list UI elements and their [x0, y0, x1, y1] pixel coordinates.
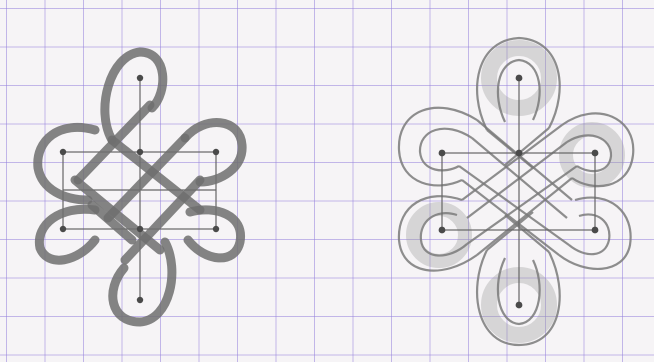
dot [439, 227, 446, 234]
dot [60, 149, 66, 155]
left-knot-drawing [0, 0, 327, 362]
right-loop-lower [188, 210, 241, 258]
dot [137, 149, 143, 155]
dot [516, 75, 523, 82]
right-lower-inner [569, 214, 609, 254]
bottom-loop [113, 242, 172, 322]
weave-b1 [462, 125, 562, 200]
left-loop-lower [39, 209, 95, 260]
right-shading [413, 48, 618, 335]
dot [516, 150, 523, 157]
right-knot-svg [327, 0, 654, 362]
weave-f2 [505, 215, 549, 252]
left-upper-inner [420, 129, 472, 171]
weave-e1 [487, 130, 533, 168]
left-knot-svg [0, 0, 327, 362]
dot [592, 150, 599, 157]
dot [60, 226, 66, 232]
dot [439, 150, 446, 157]
right-knot-drawing [327, 0, 654, 362]
left-upper-outer [399, 108, 477, 186]
right-guides [442, 78, 595, 305]
dot [213, 149, 219, 155]
dot [137, 75, 143, 81]
dot [592, 227, 599, 234]
dot [213, 226, 219, 232]
dot [516, 302, 523, 309]
dot [137, 226, 143, 232]
weave-c1 [462, 180, 559, 255]
dot [137, 297, 143, 303]
right-ribbons [399, 38, 633, 345]
